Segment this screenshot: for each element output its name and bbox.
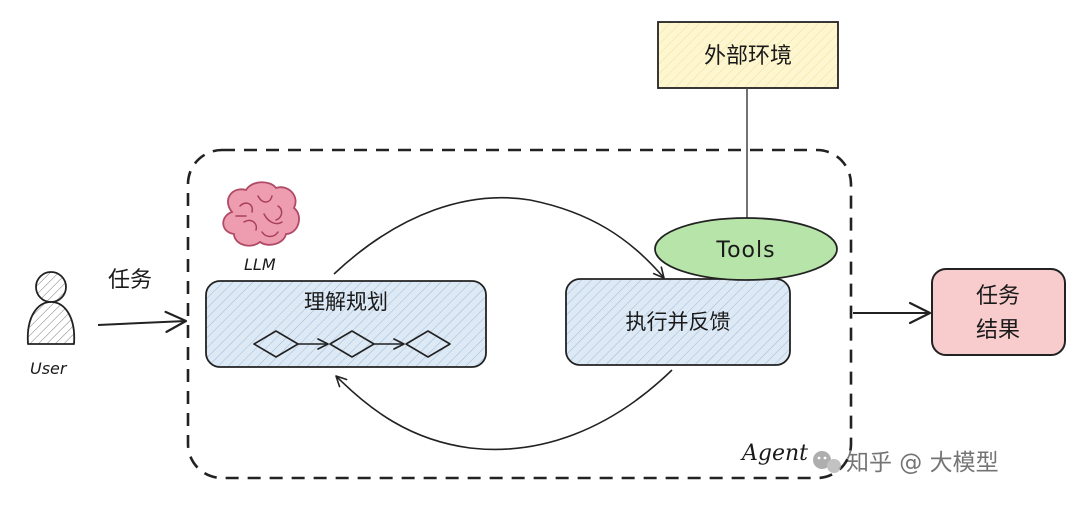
execute-label: 执行并反馈: [626, 310, 731, 334]
llm-label: LLM: [244, 255, 276, 274]
plan-to-execute-arrow: [333, 196, 665, 279]
tools-label: Tools: [715, 238, 775, 263]
agent-boundary: [186, 148, 853, 480]
external-environment-label: 外部环境: [704, 44, 792, 69]
watermark-text: 知乎 @ 大模型: [846, 450, 999, 476]
result-label-line1: 任务: [976, 284, 1020, 309]
user-label: User: [30, 359, 68, 378]
result-node: 任务 结果: [931, 268, 1066, 356]
wechat-icon: [813, 451, 841, 473]
brain-icon: [222, 181, 300, 247]
execute-node: 执行并反馈: [565, 278, 791, 366]
user-icon: [26, 271, 76, 345]
result-label-line2: 结果: [976, 318, 1020, 343]
plan-steps-chain: [253, 330, 451, 358]
tools-node: Tools: [654, 217, 838, 281]
plan-node: 理解规划: [205, 280, 487, 368]
plan-label: 理解规划: [304, 290, 388, 314]
task-label: 任务: [108, 268, 152, 293]
execute-to-plan-arrow: [335, 369, 673, 451]
external-environment-node: 外部环境: [657, 21, 839, 89]
watermark: 知乎 @ 大模型: [813, 450, 999, 476]
agent-label: Agent: [740, 441, 808, 466]
user-to-agent-arrow: [97, 310, 188, 333]
